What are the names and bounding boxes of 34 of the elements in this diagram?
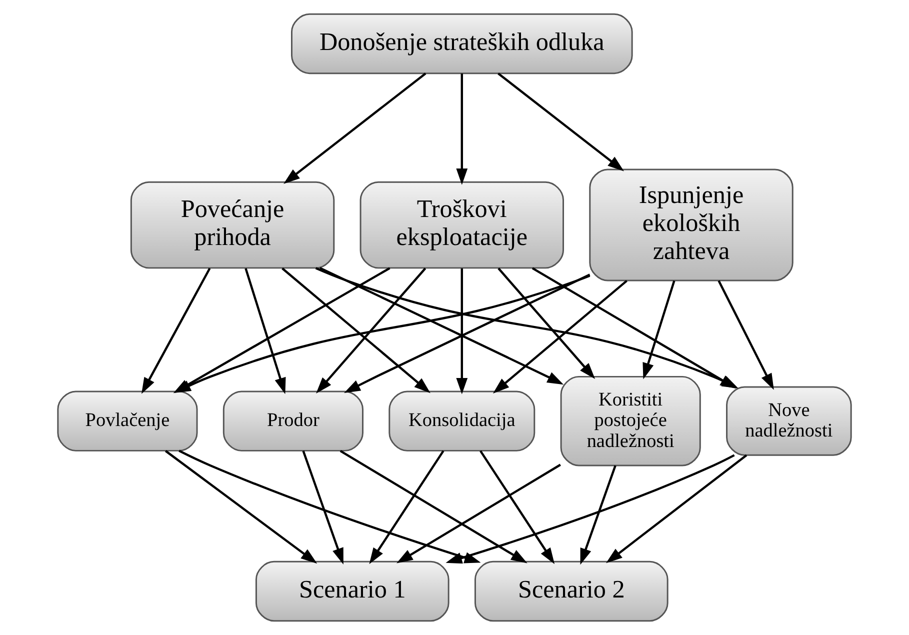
node-box: Konsolidacija [388, 390, 536, 452]
arrow [456, 73, 468, 185]
node-box: Prodor [222, 390, 364, 452]
node-box: Scenario 1 [255, 560, 450, 622]
node-box: Nove nadležnosti [726, 386, 852, 456]
arrow [244, 268, 286, 394]
arrow [319, 266, 564, 385]
arrow [282, 268, 430, 394]
arrow [532, 267, 737, 389]
node-box: Troškovi eksploatacije [360, 181, 564, 269]
arrow [492, 280, 628, 394]
node-box: Ispunjenje ekoloških zahteva [589, 168, 794, 282]
arrow [302, 450, 344, 564]
node-box: Donošenje strateških odluka [290, 13, 633, 74]
arrow [580, 465, 616, 565]
node-box: Scenario 2 [474, 560, 668, 622]
arrow [178, 450, 481, 564]
arrow [164, 450, 318, 564]
arrow [316, 268, 426, 394]
node-box: Povećanje prihoda [130, 181, 335, 269]
arrow [344, 274, 590, 393]
arrow [284, 72, 426, 184]
arrow [396, 464, 561, 564]
arrow [446, 454, 735, 564]
arrow [480, 450, 555, 564]
node-box: Koristiti postojeće nadležnosti [560, 376, 701, 466]
arrow [456, 268, 468, 394]
arrow [606, 454, 748, 564]
arrow [369, 450, 444, 564]
node-box: Povlačenje [57, 390, 198, 452]
arrow [340, 450, 528, 564]
arrow [642, 280, 676, 380]
arrow [498, 72, 624, 172]
arrow [498, 268, 596, 379]
